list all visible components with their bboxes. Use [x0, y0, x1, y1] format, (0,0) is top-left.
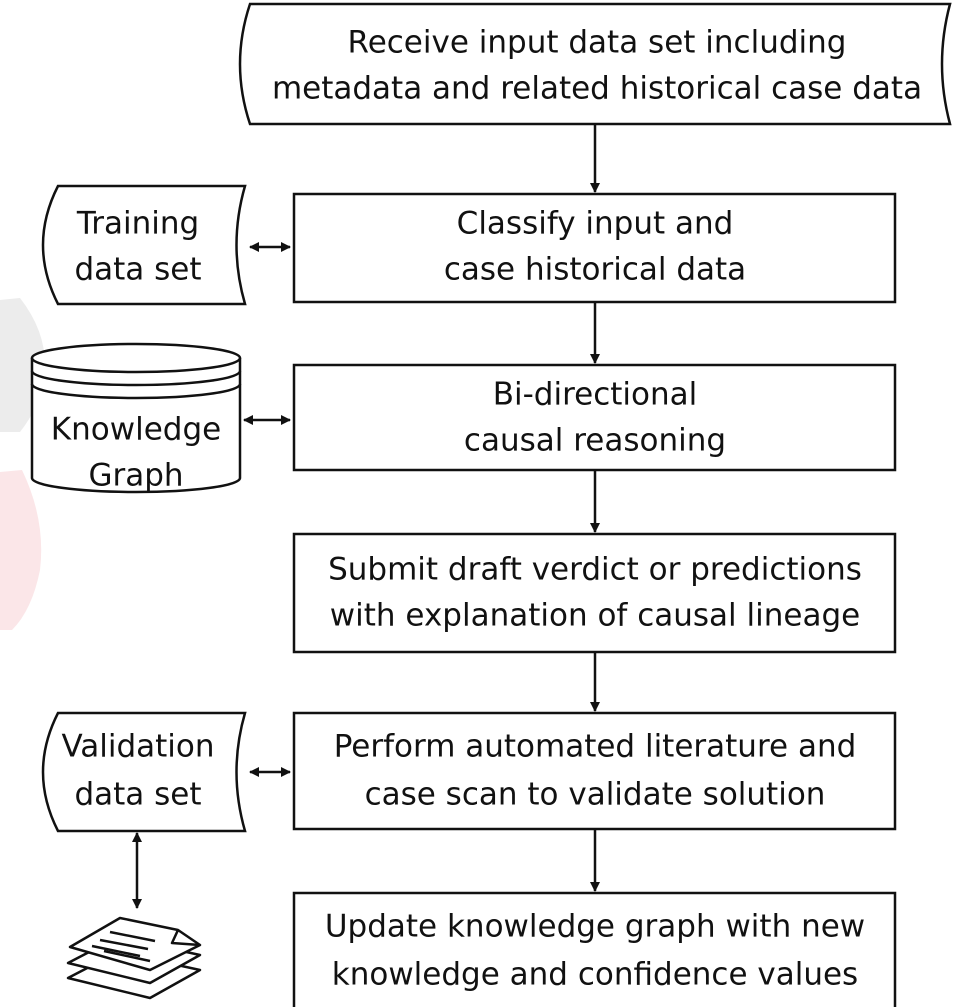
reasoning-line-1: Bi-directional — [493, 377, 698, 413]
training-line-2: data set — [74, 252, 201, 288]
update-step: Update knowledge graph with new knowledg… — [292, 891, 897, 1007]
submit-step: Submit draft verdict or predictions with… — [292, 532, 897, 654]
classify-line-2: case historical data — [444, 252, 746, 288]
receive-input-step: Receive input data set including metadat… — [238, 2, 952, 126]
validate-line-1: Perform automated literature and — [334, 729, 857, 765]
documents-stack-icon — [66, 916, 202, 1000]
reasoning-step: Bi-directional causal reasoning — [292, 363, 897, 472]
knowledge-line-1: Knowledge — [51, 412, 221, 448]
update-line-2: knowledge and confidence values — [332, 957, 858, 993]
knowledge-graph-database: Knowledge Graph — [30, 342, 242, 494]
update-line-1: Update knowledge graph with new — [325, 909, 865, 945]
training-line-1: Training — [76, 206, 199, 242]
submit-line-2: with explanation of causal lineage — [330, 598, 860, 634]
submit-line-1: Submit draft verdict or predictions — [328, 552, 862, 588]
validate-step: Perform automated literature and case sc… — [292, 711, 897, 831]
validation-data-set: Validation data set — [41, 711, 247, 833]
receive-line-1: Receive input data set including — [348, 25, 847, 61]
validate-line-2: case scan to validate solution — [365, 777, 826, 813]
receive-line-2: metadata and related historical case dat… — [272, 71, 922, 107]
knowledge-line-2: Graph — [88, 458, 183, 494]
validation-line-2: data set — [74, 777, 201, 813]
reasoning-line-2: causal reasoning — [464, 423, 726, 459]
classify-step: Classify input and case historical data — [292, 192, 897, 304]
classify-line-1: Classify input and — [457, 206, 734, 242]
training-data-set: Training data set — [41, 184, 247, 306]
validation-line-1: Validation — [61, 729, 214, 765]
